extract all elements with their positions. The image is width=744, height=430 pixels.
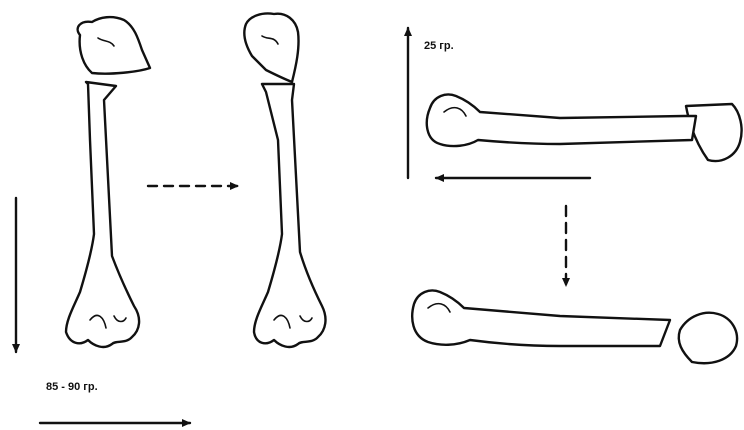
bone-vertical-reduced — [244, 13, 325, 346]
bone-head-fragment — [244, 13, 298, 82]
bone-horizontal-reduced — [412, 291, 737, 364]
angle-label-25: 25 гр. — [424, 40, 454, 52]
bone-head-fragment — [679, 313, 737, 363]
bone-vertical-fractured — [66, 17, 150, 347]
bone-horizontal-fractured — [427, 95, 742, 162]
angle-label-85-90: 85 - 90 гр. — [46, 381, 98, 393]
